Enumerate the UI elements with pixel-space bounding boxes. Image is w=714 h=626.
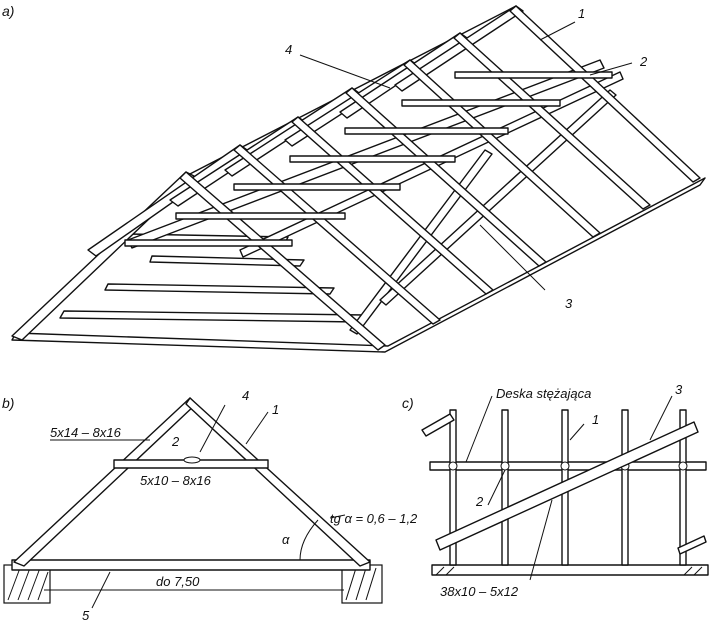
sill-plate xyxy=(431,564,709,576)
diagonal-brace xyxy=(435,421,699,551)
callout-c-3: 3 xyxy=(675,382,683,397)
ground-hatch xyxy=(435,566,703,576)
panel-b-label: b) xyxy=(2,395,14,411)
panel-c-label: c) xyxy=(402,395,414,411)
angle-symbol: α xyxy=(282,532,290,547)
left-rafters xyxy=(11,5,524,341)
panel-a-perspective-roof: a) 1 2 3 4 xyxy=(2,3,706,353)
end-piece-left xyxy=(421,413,455,437)
dim-span: do 7,50 xyxy=(156,574,200,589)
callout-b-2: 2 xyxy=(171,434,180,449)
panel-a-label: a) xyxy=(2,3,14,19)
bolt-connector xyxy=(183,456,201,464)
dim-collar: 5x10 – 8x16 xyxy=(140,473,212,488)
right-rafter xyxy=(185,397,371,567)
slope-ratio: tg α = 0,6 – 1,2 xyxy=(330,511,418,526)
collar-beam xyxy=(113,459,269,469)
callout-a-3: 3 xyxy=(565,296,573,311)
collar-ties xyxy=(124,71,613,247)
callout-a-1: 1 xyxy=(578,6,585,21)
slope-angle-arc xyxy=(299,519,319,561)
callout-c-1: 1 xyxy=(592,412,599,427)
tie-beam xyxy=(11,559,371,571)
end-piece-right xyxy=(677,535,707,555)
wind-brace xyxy=(349,149,493,335)
panel-b-truss-section: b) 5x14 – 8x16 5x10 – 8x16 do 7,50 tg α … xyxy=(2,388,418,623)
callout-a-2: 2 xyxy=(639,54,648,69)
callout-b-4: 4 xyxy=(242,388,249,403)
wind-brace-2 xyxy=(379,89,617,306)
vertical-rafters xyxy=(449,409,687,566)
callout-c-2: 2 xyxy=(475,494,484,509)
callout-b-1: 1 xyxy=(272,402,279,417)
panel-c-bracing-elevation: c) Deska stężająca 38x10 – 5x12 1 2 3 xyxy=(402,382,709,599)
dim-brace: 38x10 – 5x12 xyxy=(440,584,519,599)
brace-board-label: Deska stężająca xyxy=(496,386,591,401)
callout-b-5: 5 xyxy=(82,608,90,623)
right-wall-support xyxy=(341,564,383,604)
dim-rafter: 5x14 – 8x16 xyxy=(50,425,122,440)
callout-a-4: 4 xyxy=(285,42,292,57)
